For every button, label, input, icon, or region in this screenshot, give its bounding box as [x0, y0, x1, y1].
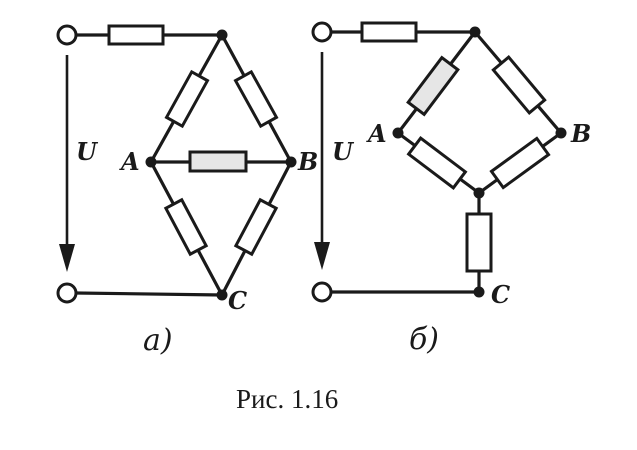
node-b-A	[392, 127, 404, 139]
resistor-b-A-mid	[406, 136, 468, 190]
node-a-A	[145, 156, 157, 168]
sublabel-a: а)	[143, 323, 173, 358]
resistor-b-top	[360, 21, 418, 43]
terminal-b-bottom	[311, 281, 333, 303]
terminal-a-top	[56, 24, 78, 46]
figure-caption: Рис. 1.16	[236, 384, 338, 414]
node-label-a-B: B	[297, 147, 318, 176]
node-label-a-C: C	[228, 286, 247, 315]
wire-a-bottom	[74, 291, 224, 297]
resistor-b-top-A	[406, 55, 460, 117]
resistor-a-top	[107, 24, 165, 46]
resistor-b-B-mid	[489, 136, 551, 190]
node-label-b-B: B	[570, 119, 591, 148]
node-b-top	[469, 26, 481, 38]
node-label-b-A: A	[366, 119, 387, 148]
node-a-B	[285, 156, 297, 168]
voltage-label-a: U	[76, 137, 99, 166]
resistor-a-A-C	[163, 197, 209, 257]
terminal-b-top	[311, 21, 333, 43]
resistor-b-top-B	[491, 55, 547, 115]
resistor-a-B-C	[233, 197, 279, 257]
resistor-a-top-B	[233, 69, 279, 129]
arrowhead-b	[314, 242, 330, 270]
circuit-b: U A B C б)	[311, 21, 591, 357]
node-a-top	[216, 29, 228, 41]
node-label-a-A: A	[119, 147, 140, 176]
sublabel-b: б)	[409, 322, 439, 357]
node-a-C	[216, 289, 228, 301]
resistor-a-A-B	[188, 150, 248, 173]
circuit-a: U A B C а)	[56, 24, 318, 358]
resistor-a-top-A	[164, 69, 210, 129]
node-b-C	[473, 286, 485, 298]
node-b-mid	[473, 187, 485, 199]
arrowhead-a	[59, 244, 75, 272]
resistor-b-mid-C	[465, 212, 493, 273]
terminal-a-bottom	[56, 282, 78, 304]
node-b-B	[555, 127, 567, 139]
node-label-b-C: C	[491, 280, 510, 309]
voltage-label-b: U	[332, 137, 355, 166]
